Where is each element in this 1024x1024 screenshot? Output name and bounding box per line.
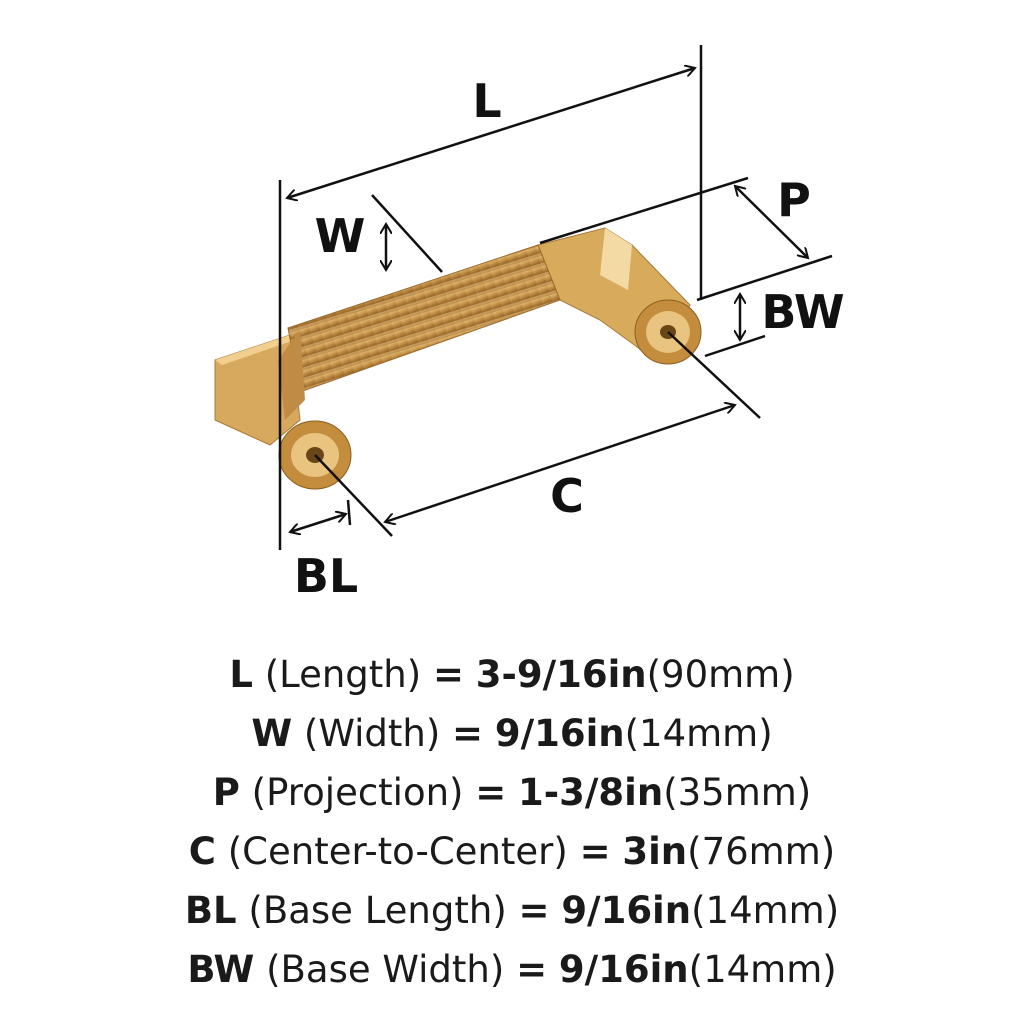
spec-code: L xyxy=(229,653,253,696)
spec-metric: (14mm) xyxy=(688,948,837,991)
label-base-length: BL xyxy=(294,549,358,603)
spec-imperial: 1-3/8in xyxy=(518,771,664,814)
spec-code: W xyxy=(251,712,293,755)
label-base-width: BW xyxy=(761,285,844,339)
handle-dimension-diagram: L W P BW C BL xyxy=(214,45,845,603)
spec-row-base-length: BL (Base Length) = 9/16in(14mm) xyxy=(0,881,1024,940)
length-arrow xyxy=(287,68,695,198)
spec-equals: = xyxy=(475,771,507,814)
dimension-lines xyxy=(278,45,833,550)
spec-metric: (35mm) xyxy=(663,771,812,814)
label-projection: P xyxy=(777,173,811,227)
spec-name: (Base Length) xyxy=(248,889,507,932)
spec-code: BW xyxy=(187,948,255,991)
spec-metric: (76mm) xyxy=(687,830,836,873)
spec-row-base-width: BW (Base Width) = 9/16in(14mm) xyxy=(0,940,1024,999)
spec-row-center: C (Center-to-Center) = 3in(76mm) xyxy=(0,822,1024,881)
label-center: C xyxy=(550,469,584,523)
spec-equals: = xyxy=(432,653,464,696)
spec-equals: = xyxy=(452,712,484,755)
spec-list: L (Length) = 3-9/16in(90mm) W (Width) = … xyxy=(0,645,1024,999)
spec-row-width: W (Width) = 9/16in(14mm) xyxy=(0,704,1024,763)
base-length-arrow xyxy=(290,514,346,532)
spec-metric: (90mm) xyxy=(646,653,795,696)
spec-name: (Length) xyxy=(264,653,422,696)
spec-name: (Center-to-Center) xyxy=(227,830,568,873)
spec-imperial: 3in xyxy=(622,830,688,873)
spec-code: P xyxy=(212,771,240,814)
spec-equals: = xyxy=(518,889,550,932)
spec-metric: (14mm) xyxy=(691,889,840,932)
spec-equals: = xyxy=(516,948,548,991)
label-length: L xyxy=(472,74,501,128)
fluted-grip xyxy=(287,244,561,393)
spec-row-length: L (Length) = 3-9/16in(90mm) xyxy=(0,645,1024,704)
spec-code: C xyxy=(188,830,216,873)
spec-imperial: 9/16in xyxy=(558,948,689,991)
spec-imperial: 9/16in xyxy=(561,889,692,932)
spec-name: (Projection) xyxy=(251,771,464,814)
spec-row-projection: P (Projection) = 1-3/8in(35mm) xyxy=(0,763,1024,822)
spec-imperial: 9/16in xyxy=(494,712,625,755)
spec-equals: = xyxy=(579,830,611,873)
spec-metric: (14mm) xyxy=(624,712,773,755)
spec-name: (Base Width) xyxy=(266,948,505,991)
spec-name: (Width) xyxy=(303,712,441,755)
label-width: W xyxy=(315,209,366,263)
spec-imperial: 3-9/16in xyxy=(475,653,647,696)
projection-arrow xyxy=(735,186,808,258)
cabinet-pull-handle xyxy=(214,227,702,490)
center-arrow xyxy=(385,405,735,522)
spec-code: BL xyxy=(184,889,237,932)
